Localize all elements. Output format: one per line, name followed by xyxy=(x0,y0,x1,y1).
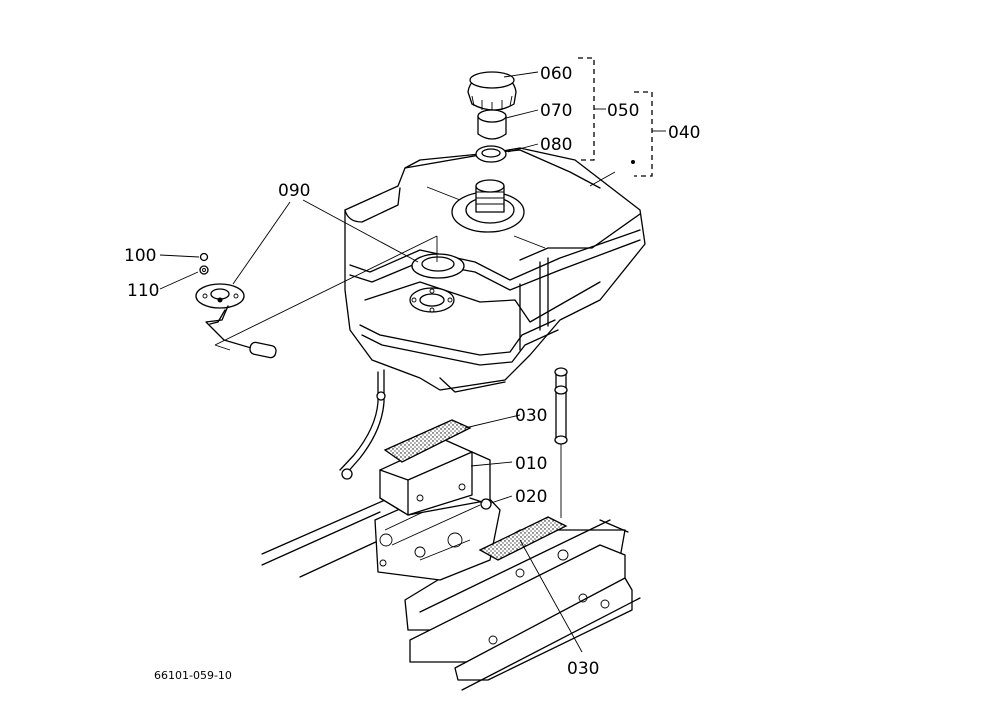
label-010: 010 xyxy=(515,454,547,474)
frame-rails xyxy=(261,477,641,691)
label-080: 080 xyxy=(540,135,572,155)
label-090: 090 xyxy=(278,181,310,201)
filler-cap xyxy=(467,71,517,112)
leader-lines xyxy=(159,71,583,653)
drawing-code: 66101-059-10 xyxy=(154,669,232,682)
rubber-pad-top xyxy=(383,419,472,463)
washer-110 xyxy=(199,265,209,275)
assembly-brackets xyxy=(578,57,666,177)
label-070: 070 xyxy=(540,101,572,121)
fuel-hoses xyxy=(339,367,568,518)
label-050: 050 xyxy=(607,101,639,121)
fuel-tank xyxy=(344,147,646,393)
label-040: 040 xyxy=(668,123,700,143)
screw-100 xyxy=(199,252,209,262)
label-030-bottom: 030 xyxy=(567,659,599,679)
bolt-020 xyxy=(469,497,492,510)
part-labels: 060 070 050 080 040 090 100 110 030 010 … xyxy=(124,64,700,682)
rubber-pad-bottom xyxy=(478,516,568,561)
label-030-top: 030 xyxy=(515,406,547,426)
label-060: 060 xyxy=(540,64,572,84)
cap-gasket xyxy=(475,145,507,163)
label-020: 020 xyxy=(515,487,547,507)
label-100: 100 xyxy=(124,246,156,266)
cap-filter xyxy=(477,109,507,140)
label-110: 110 xyxy=(127,281,159,301)
fuel-gauge-sender xyxy=(195,283,277,359)
